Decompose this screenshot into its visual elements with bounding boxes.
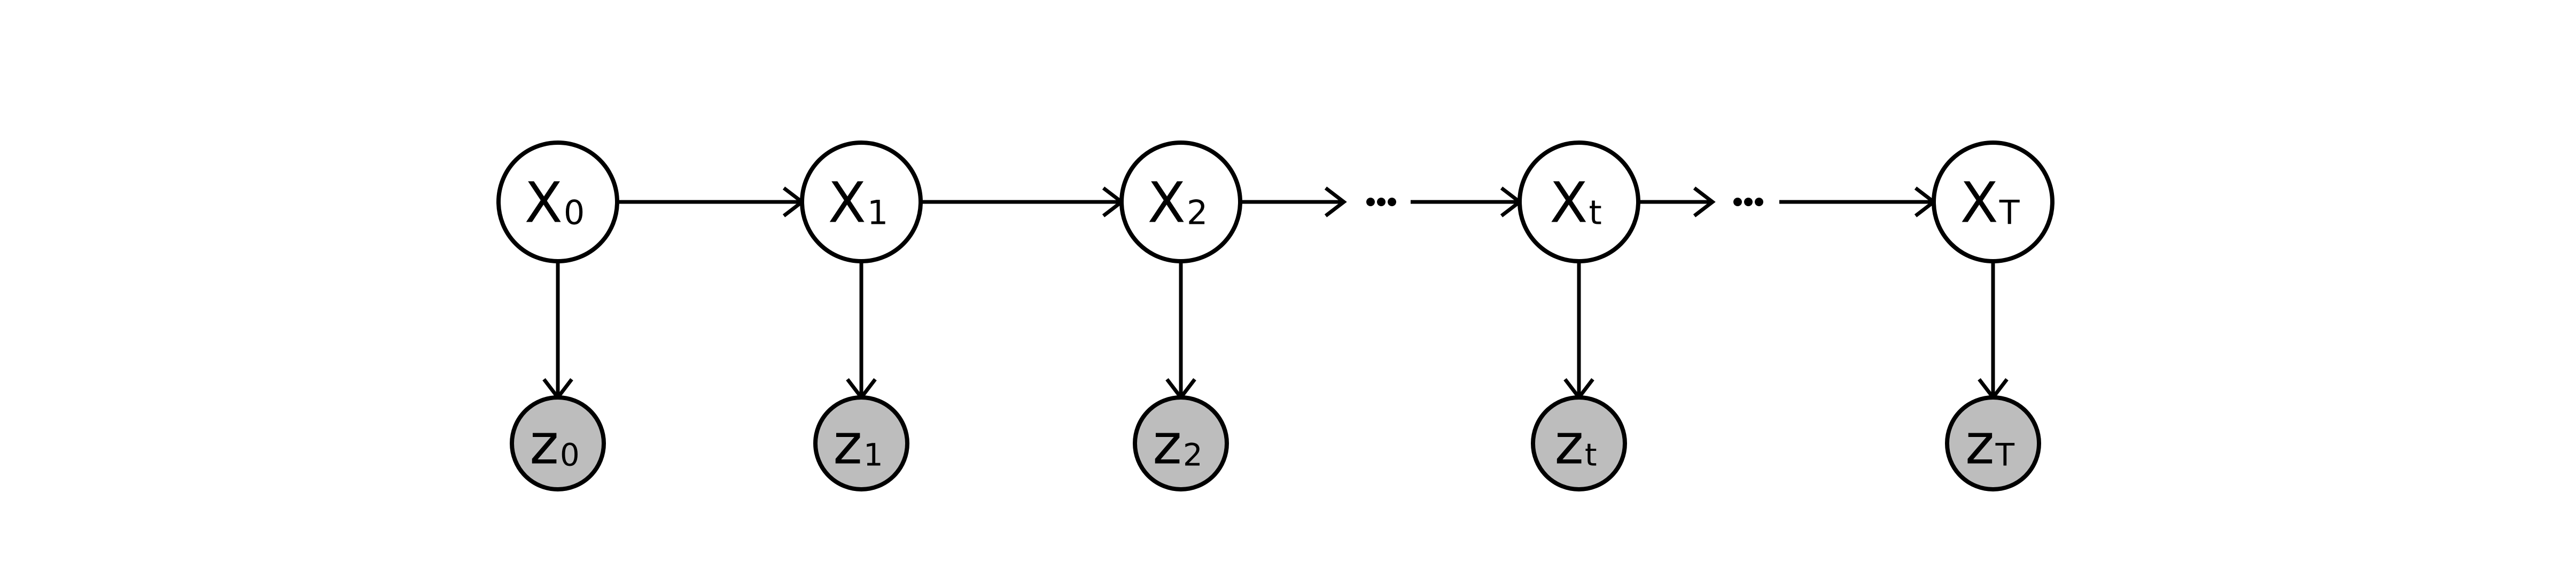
edge-x2-z2 — [1165, 261, 1196, 401]
ellipsis-dot-1 — [1733, 198, 1742, 206]
hidden-node-letter: X — [828, 170, 866, 235]
gap-markers: ...... — [1366, 198, 1763, 206]
hidden-node-x0: X0 — [496, 140, 619, 263]
hidden-node-letter: X — [1550, 170, 1587, 235]
edge-xt-zt — [1563, 261, 1594, 401]
observed-node-label: z2 — [1153, 411, 1203, 477]
observed-node-label: z1 — [833, 411, 883, 477]
hidden-node-subscript: t — [1589, 193, 1601, 232]
observed-node-letter: z — [833, 411, 862, 477]
hidden-node-letter: X — [525, 170, 563, 235]
edge-x2-gap1-arrowhead — [1324, 186, 1347, 217]
edges — [542, 186, 2009, 401]
observed-node-letter: z — [1554, 411, 1584, 477]
hidden-node-label: X1 — [828, 170, 889, 235]
edge-xt-gap2 — [1638, 186, 1716, 217]
observed-node-z2: z2 — [1133, 395, 1229, 491]
edge-xt-gap2-arrowhead — [1693, 186, 1716, 217]
observed-node-label: zT — [1965, 411, 2015, 477]
hidden-node-circle — [1119, 140, 1242, 263]
observed-node-circle — [813, 395, 909, 491]
hidden-node-letter: X — [1960, 170, 1998, 235]
observed-node-subscript: t — [1585, 436, 1597, 473]
observed-node-label: zt — [1554, 411, 1597, 477]
edge-x1-z1 — [846, 261, 877, 401]
observed-node-subscript: 0 — [560, 436, 580, 473]
hidden-node-subscript: 0 — [564, 193, 585, 232]
hidden-node-label: X2 — [1148, 170, 1208, 235]
hidden-node-x2: X2 — [1119, 140, 1242, 263]
hidden-node-subscript: 1 — [867, 193, 888, 232]
observed-node-label: z0 — [530, 411, 580, 477]
hidden-node-x1: X1 — [800, 140, 923, 263]
observed-node-z1: z1 — [813, 395, 909, 491]
edge-x2-gap1 — [1240, 186, 1347, 217]
ellipsis-dot-3 — [1755, 198, 1763, 206]
hidden-node-label: X0 — [525, 170, 585, 235]
observed-node-circle — [1531, 395, 1627, 491]
observed-node-subscript: 1 — [863, 436, 883, 473]
edge-xT-zT — [1978, 261, 2009, 401]
hidden-node-xT: XT — [1932, 140, 2054, 263]
edge-x0-z0 — [542, 261, 573, 401]
observed-node-letter: z — [1153, 411, 1182, 477]
hidden-node-circle — [496, 140, 619, 263]
observed-node-circle — [1133, 395, 1229, 491]
ellipsis-dot-2 — [1377, 198, 1386, 206]
hidden-node-circle — [1517, 140, 1640, 263]
observed-node-subscript: 2 — [1183, 436, 1203, 473]
edge-x0-x1 — [617, 186, 805, 217]
hidden-node-label: Xt — [1550, 170, 1602, 235]
observed-node-z0: z0 — [510, 395, 606, 491]
observed-node-circle — [510, 395, 606, 491]
hidden-node-circle — [1932, 140, 2054, 263]
observed-node-letter: z — [1965, 411, 1995, 477]
hidden-node-subscript: 2 — [1187, 193, 1208, 232]
ellipsis-dot-1 — [1366, 198, 1375, 206]
ellipsis-dot-3 — [1388, 198, 1396, 206]
hidden-node-label: XT — [1960, 170, 2020, 235]
observed-node-letter: z — [530, 411, 559, 477]
ellipsis-dot-2 — [1744, 198, 1753, 206]
ellipsis-gap-1: ... — [1366, 198, 1396, 206]
observed-node-zT: zT — [1945, 395, 2041, 491]
observed-node-subscript: T — [1995, 436, 2015, 473]
hidden-node-circle — [800, 140, 923, 263]
hidden-node-subscript: T — [1999, 193, 2020, 232]
hidden-node-xt: Xt — [1517, 140, 1640, 263]
observed-node-circle — [1945, 395, 2041, 491]
observed-node-zt: zt — [1531, 395, 1627, 491]
ellipsis-gap-2: ... — [1733, 198, 1763, 206]
edge-gap1-xt — [1411, 186, 1523, 217]
edge-gap2-xT — [1779, 186, 1937, 217]
edge-x1-x2 — [921, 186, 1125, 217]
hidden-node-letter: X — [1148, 170, 1186, 235]
